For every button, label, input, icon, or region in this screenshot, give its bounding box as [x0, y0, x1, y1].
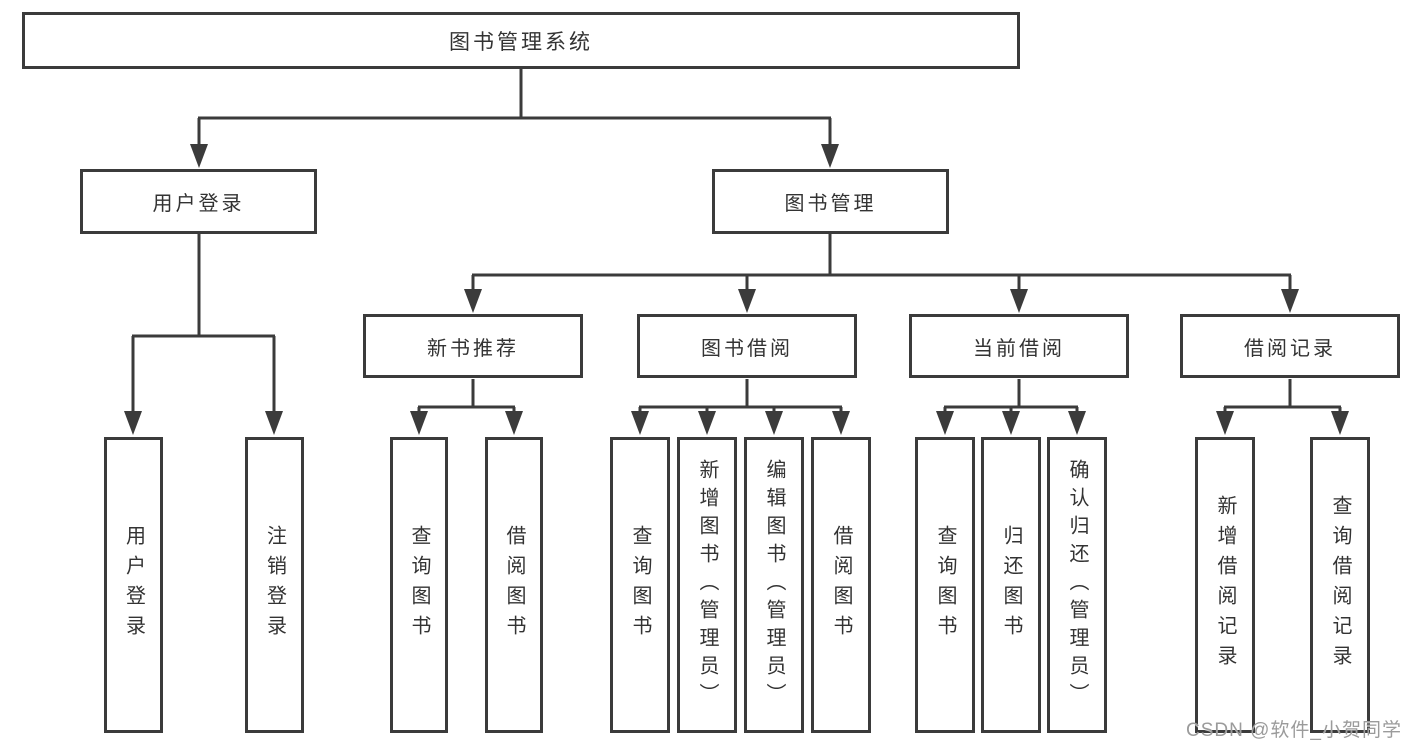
- node-new-book-recommend: 新书推荐: [363, 314, 583, 378]
- arrow-down-icon: [265, 411, 283, 435]
- leaf-newbook-borrow-book: 借阅图书: [485, 437, 543, 733]
- arrow-down-icon: [124, 411, 142, 435]
- leaf-logout: 注销登录: [245, 437, 304, 733]
- borrow-record-branch-line: [1223, 379, 1342, 413]
- node-label: 用户登录: [152, 193, 245, 215]
- leaf-borrow-edit-book-admin: 编辑图书（管理员）: [744, 437, 804, 733]
- arrow-down-icon: [1216, 411, 1234, 435]
- leaf-current-confirm-return-admin: 确认归还（管理员）: [1047, 437, 1107, 733]
- arrow-down-icon: [821, 144, 839, 168]
- user-login-branch-line: [131, 233, 276, 412]
- node-current-borrow: 当前借阅: [909, 314, 1129, 378]
- node-root: 图书管理系统: [22, 12, 1020, 69]
- node-label: 确认归还（管理员）: [1066, 459, 1088, 711]
- node-label: 借阅图书: [830, 525, 852, 645]
- arrow-down-icon: [698, 411, 716, 435]
- node-label: 查询图书: [934, 525, 956, 645]
- arrow-down-icon: [1010, 289, 1028, 313]
- leaf-borrow-add-book-admin: 新增图书（管理员）: [677, 437, 737, 733]
- leaf-user-login: 用户登录: [104, 437, 163, 733]
- leaf-current-return-book: 归还图书: [981, 437, 1041, 733]
- node-label: 查询图书: [408, 525, 430, 645]
- node-book-borrow: 图书借阅: [637, 314, 857, 378]
- connector-edges: [131, 68, 1342, 413]
- arrowheads: [124, 144, 1349, 435]
- leaf-borrow-query-book: 查询图书: [610, 437, 670, 733]
- node-label: 图书管理系统: [449, 30, 593, 54]
- node-label: 借阅图书: [503, 525, 525, 645]
- arrow-down-icon: [765, 411, 783, 435]
- arrow-down-icon: [190, 144, 208, 168]
- leaf-record-add: 新增借阅记录: [1195, 437, 1255, 733]
- leaf-current-query-book: 查询图书: [915, 437, 975, 733]
- arrow-down-icon: [505, 411, 523, 435]
- node-label: 归还图书: [1000, 525, 1022, 645]
- node-book-management: 图书管理: [712, 169, 949, 234]
- book-borrow-branch-line: [638, 379, 843, 413]
- book-mgmt-branch-line: [471, 233, 1292, 291]
- leaf-borrow-borrow-book: 借阅图书: [811, 437, 871, 733]
- new-book-branch-line: [417, 379, 516, 413]
- arrow-down-icon: [1331, 411, 1349, 435]
- node-label: 图书管理: [784, 193, 877, 215]
- arrow-down-icon: [1002, 411, 1020, 435]
- node-label: 查询图书: [629, 525, 651, 645]
- arrow-down-icon: [410, 411, 428, 435]
- node-user-login: 用户登录: [80, 169, 317, 234]
- leaf-newbook-query-book: 查询图书: [390, 437, 448, 733]
- leaf-record-query: 查询借阅记录: [1310, 437, 1370, 733]
- arrow-down-icon: [738, 289, 756, 313]
- arrow-down-icon: [464, 289, 482, 313]
- node-label: 查询借阅记录: [1329, 495, 1351, 675]
- node-label: 借阅记录: [1244, 337, 1336, 360]
- arrow-down-icon: [1068, 411, 1086, 435]
- arrow-down-icon: [936, 411, 954, 435]
- csdn-watermark: CSDN @软件_小贺同学: [1186, 720, 1402, 741]
- node-label: 新书推荐: [427, 337, 519, 360]
- current-borrow-branch-line: [943, 379, 1079, 413]
- node-label: 新增图书（管理员）: [696, 459, 718, 711]
- arrow-down-icon: [1281, 289, 1299, 313]
- node-label: 用户登录: [122, 525, 145, 645]
- node-label: 新增借阅记录: [1214, 495, 1236, 675]
- node-label: 编辑图书（管理员）: [763, 459, 785, 711]
- arrow-down-icon: [631, 411, 649, 435]
- node-label: 当前借阅: [973, 337, 1065, 360]
- arrow-down-icon: [832, 411, 850, 435]
- node-label: 图书借阅: [701, 337, 793, 360]
- node-label: 注销登录: [263, 525, 286, 645]
- root-branch-line: [197, 68, 832, 146]
- node-borrow-record: 借阅记录: [1180, 314, 1400, 378]
